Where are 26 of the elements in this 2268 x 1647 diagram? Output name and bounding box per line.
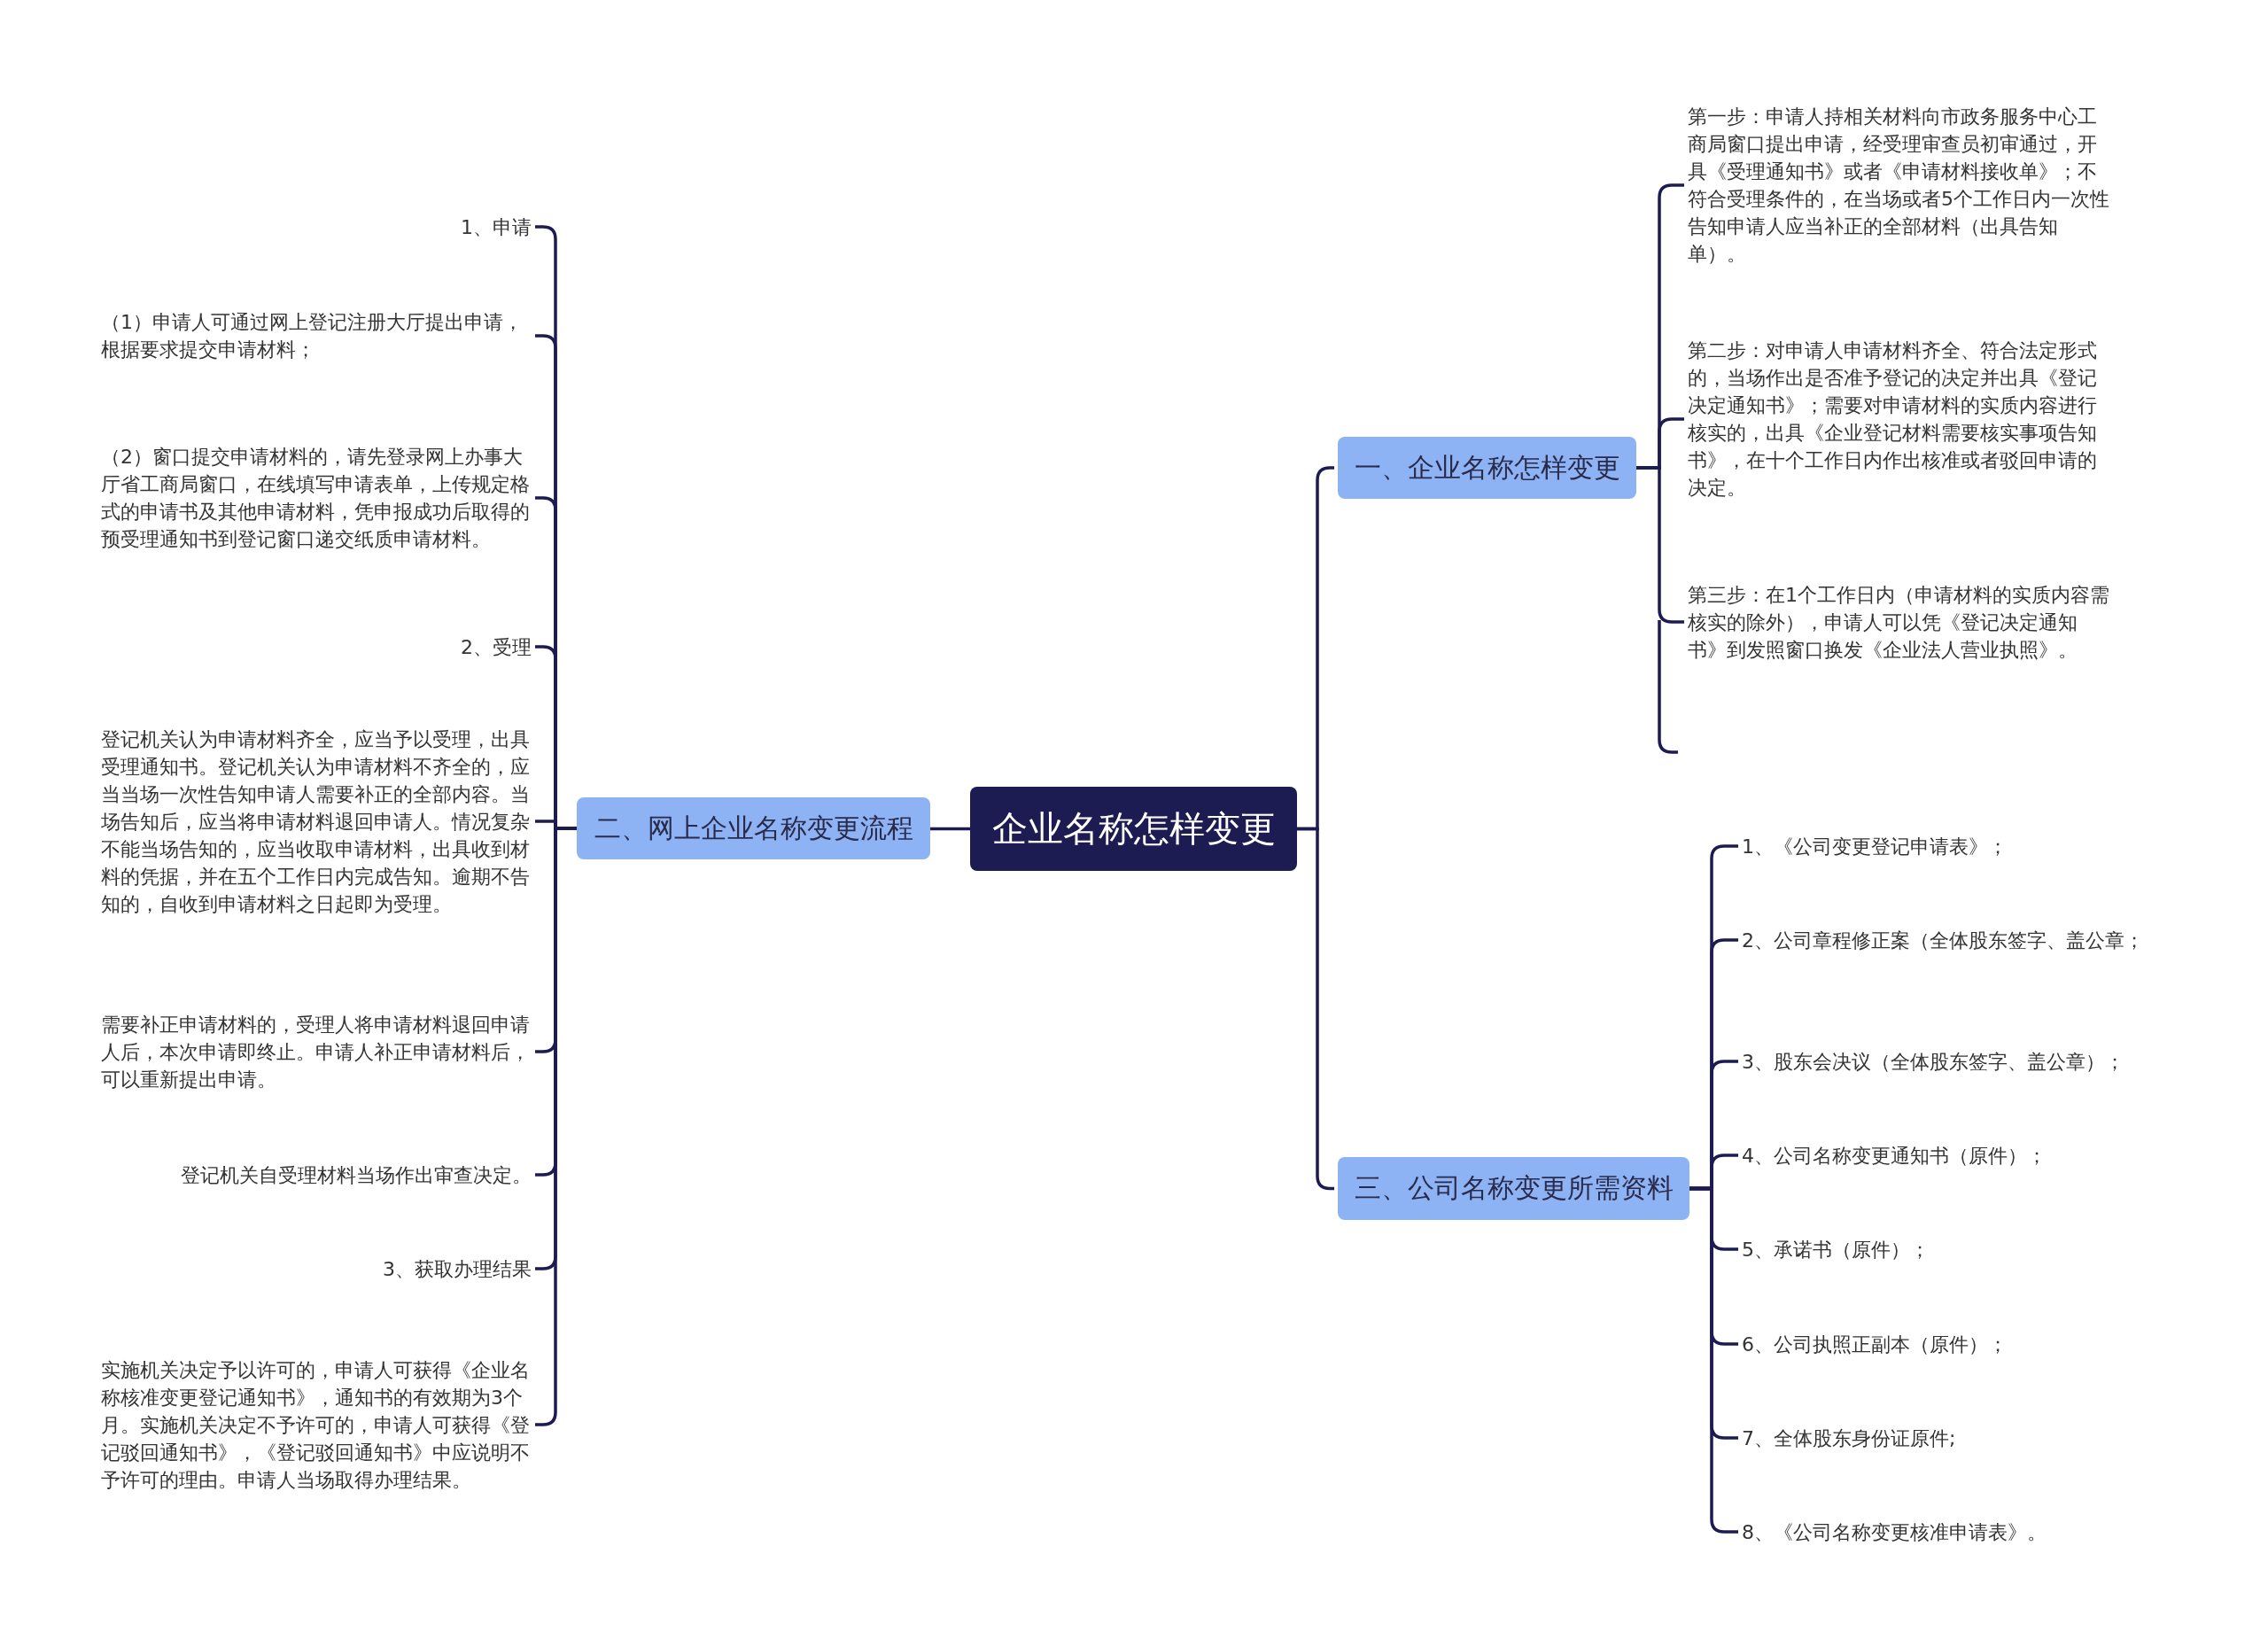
topic-text: 实施机关决定予以许可的，申请人可获得《企业名称核准变更登记通知书》，通知书的有效期为3个月。实施机关决定不予许可的，申请人可获得《登记驳回通知书》，《登记驳回通知书》中应说明不予许可的理由。申请人当场取得办理结果。 <box>101 1356 532 1494</box>
topic-text: （2）窗口提交申请材料的，请先登录网上办事大厅省工商局窗口，在线填写申请表单，上传规定格式的申请书及其他申请材料，凭申报成功后取得的预受理通知书到登记窗口递交纸质申请材料。 <box>101 443 532 553</box>
topic-text: 2、公司章程修正案（全体股东签字、盖公章； <box>1742 926 2144 954</box>
branch-topic-box: 三、公司名称变更所需资料 <box>1338 1157 1689 1220</box>
connector-line <box>1636 466 1684 624</box>
topic-text: 1、《公司变更登记申请表》； <box>1742 832 2008 860</box>
topic-text: 5、承诺书（原件）； <box>1742 1235 1930 1263</box>
topic-text: 3、股东会决议（全体股东签字、盖公章）； <box>1742 1047 2124 1076</box>
topic-text: 登记机关认为申请材料齐全，应当予以受理，出具受理通知书。登记机关认为申请材料不齐全的，应当当场一次性告知申请人需要补正的全部内容。当场告知后，应当将申请材料退回申请人。情况复杂不能当场告知的，应当收取申请材料，出具收到材料的凭据，并在五个工作日内完成告知。逾期不告知的，自收到申请材料之日起即为受理。 <box>101 725 532 918</box>
topic-text: 1、申请 <box>461 213 532 241</box>
topic-text: 3、获取办理结果 <box>383 1255 532 1283</box>
branch-topic-box: 一、企业名称怎样变更 <box>1338 437 1636 499</box>
topic-text: 第三步：在1个工作日内（申请材料的实质内容需核实的除外），申请人可以凭《登记决定通知书》到发照窗口换发《企业法人营业执照》。 <box>1688 580 2113 664</box>
topic-text: 7、全体股东身份证原件; <box>1742 1424 1956 1452</box>
connector-line <box>930 827 970 831</box>
topic-text: 需要补正申请材料的，受理人将申请材料退回申请人后，本次申请即终止。申请人补正申请材料后，可以重新提出申请。 <box>101 1010 532 1093</box>
topic-text: 6、公司执照正副本（原件）； <box>1742 1330 2008 1358</box>
topic-text: 8、《公司名称变更核准申请表》。 <box>1742 1518 2047 1546</box>
topic-text: （1）申请人可通过网上登记注册大厅提出申请，根据要求提交申请材料； <box>101 308 532 363</box>
root-topic-box: 企业名称怎样变更 <box>970 787 1297 871</box>
topic-text: 第二步：对申请人申请材料齐全、符合法定形式的，当场作出是否准予登记的决定并出具《登记决定通知书》；需要对申请材料的实质内容进行核实的，出具《企业登记材料需要核实事项告知书》，在十个工作日内作出核准或者驳回申请的决定。 <box>1688 337 2113 501</box>
topic-text: 第一步：申请人持相关材料向市政务服务中心工商局窗口提出申请，经受理审查员初审通过，开具《受理通知书》或者《申请材料接收单》；不符合受理条件的，在当场或者5个工作日内一次性告知申请人应当补正的全部材料（出具告知单）。 <box>1688 103 2113 268</box>
topic-text: 4、公司名称变更通知书（原件）； <box>1742 1141 2047 1169</box>
topic-text: 2、受理 <box>461 633 532 661</box>
branch-topic-box: 二、网上企业名称变更流程 <box>577 797 930 859</box>
topic-text: 登记机关自受理材料当场作出审查决定。 <box>181 1161 532 1189</box>
